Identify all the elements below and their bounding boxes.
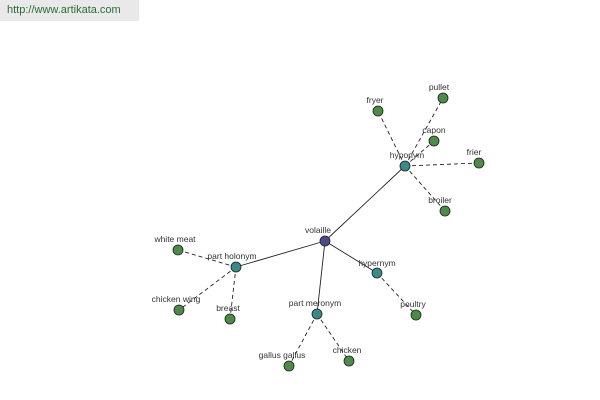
node-label-gallus-gallus: gallus gallus (259, 350, 306, 360)
node-label-part-holonym: part holonym (207, 251, 256, 261)
node-label-volaille: volaille (305, 225, 331, 235)
node-label-fryer: fryer (367, 95, 384, 105)
edge-part-holonym-white-meat (177, 249, 237, 268)
node-part-meronym[interactable] (311, 308, 323, 320)
node-fryer[interactable] (372, 105, 384, 117)
edge-hyponym-fryer (377, 110, 406, 167)
node-pullet[interactable] (437, 92, 449, 104)
edge-volaille-part-meronym (316, 240, 326, 315)
node-label-part-meronym: part meronym (289, 298, 341, 308)
node-label-capon: capon (422, 125, 445, 135)
node-breast[interactable] (224, 313, 236, 325)
edge-part-meronym-gallus-gallus (288, 313, 318, 367)
node-part-holonym[interactable] (230, 261, 242, 273)
node-chicken-wing[interactable] (173, 304, 185, 316)
edge-volaille-part-holonym (235, 240, 326, 268)
node-hyponym[interactable] (399, 160, 411, 172)
node-gallus-gallus[interactable] (283, 360, 295, 372)
edge-hyponym-pullet (404, 97, 444, 167)
labels-layer: volaille hyponym part holonym hypernym part … (152, 82, 482, 360)
source-link[interactable]: http://www.artikata.com (0, 0, 139, 21)
node-chicken[interactable] (343, 355, 355, 367)
node-volaille[interactable] (319, 235, 331, 247)
edge-part-holonym-chicken-wing (178, 266, 237, 311)
node-label-frier: frier (467, 147, 482, 157)
edge-hyponym-capon (404, 140, 435, 167)
node-label-chicken: chicken (333, 345, 362, 355)
node-hypernym[interactable] (371, 267, 383, 279)
node-label-white-meat: white meat (153, 234, 196, 244)
node-capon[interactable] (428, 135, 440, 147)
edge-hypernym-poultry (376, 272, 417, 316)
node-label-chicken-wing: chicken wing (152, 294, 201, 304)
node-label-hypernym: hypernym (358, 258, 395, 268)
node-frier[interactable] (473, 157, 485, 169)
edge-hyponym-frier (404, 162, 480, 167)
node-label-hyponym: hyponym (390, 150, 425, 160)
nodes-layer (172, 92, 485, 372)
edge-hyponym-broiler (404, 165, 446, 212)
edges-layer (177, 97, 480, 367)
node-label-pullet: pullet (429, 82, 450, 92)
edge-volaille-hypernym (324, 240, 378, 274)
edge-part-holonym-breast (229, 266, 237, 320)
node-label-poultry: poultry (400, 299, 426, 309)
node-label-broiler: broiler (428, 195, 452, 205)
node-broiler[interactable] (439, 205, 451, 217)
node-white-meat[interactable] (172, 244, 184, 256)
edge-volaille-hyponym (324, 165, 406, 242)
node-label-breast: breast (216, 303, 240, 313)
edge-part-meronym-chicken (316, 313, 350, 362)
node-poultry[interactable] (410, 309, 422, 321)
